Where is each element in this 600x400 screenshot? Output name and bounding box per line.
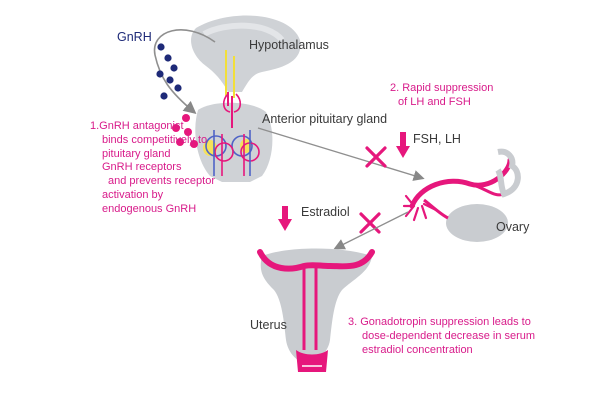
step3-note-line: dose-dependent decrease in serum <box>362 329 536 342</box>
blocked-estradiol-x-mark <box>359 212 381 234</box>
estradiol-label: Estradiol <box>301 205 350 219</box>
pituitary-gland-shape <box>195 93 273 182</box>
gnrh-label: GnRH <box>117 30 152 44</box>
step2-note: 2. Rapid suppression of LH and FSH <box>390 82 493 110</box>
step2-note-line: of LH and FSH <box>398 95 471 108</box>
gnrh-molecule-dots <box>156 43 182 100</box>
hypothalamus-shape <box>191 15 301 98</box>
anterior-pituitary-label: Anterior pituitary gland <box>262 112 388 126</box>
ovary-to-uterus-arrow <box>333 211 409 250</box>
step1-note: 1.GnRH antagonist binds competitively to… <box>88 120 215 216</box>
step2-note-line: 2. Rapid suppression <box>390 82 494 94</box>
gnrh-release-arrow <box>153 29 216 115</box>
hypothalamus-label: Hypothalamus <box>249 38 329 52</box>
blocked-signal-x-mark <box>365 146 387 168</box>
step1-note-line: and prevents receptor <box>108 175 216 187</box>
fsh-lh-arrow-icon <box>396 132 410 158</box>
step3-note-line: 3. Gonadotropin suppression leads to <box>348 316 531 328</box>
step3-note-line: estradiol concentration <box>362 343 473 356</box>
gnrh-antagonist-dots <box>172 114 198 148</box>
fsh-lh-label: FSH, LH <box>413 132 461 146</box>
ovary-shape <box>402 148 521 242</box>
estradiol-arrow-icon <box>278 206 292 231</box>
step1-note-line: GnRH receptors <box>102 161 182 174</box>
step1-note-line: pituitary gland <box>102 147 171 160</box>
step1-note-line: endogenous GnRH <box>102 202 197 215</box>
step1-note-line: binds competitively to <box>102 133 208 146</box>
step1-note-line: activation by <box>102 188 164 201</box>
uterus-shape <box>257 248 375 372</box>
ovary-label: Ovary <box>496 220 530 234</box>
step3-note: 3. Gonadotropin suppression leads to dos… <box>348 316 535 357</box>
pituitary-to-ovary-arrow <box>257 127 425 181</box>
step1-note-line: 1.GnRH antagonist <box>90 120 184 132</box>
uterus-label: Uterus <box>250 318 287 332</box>
